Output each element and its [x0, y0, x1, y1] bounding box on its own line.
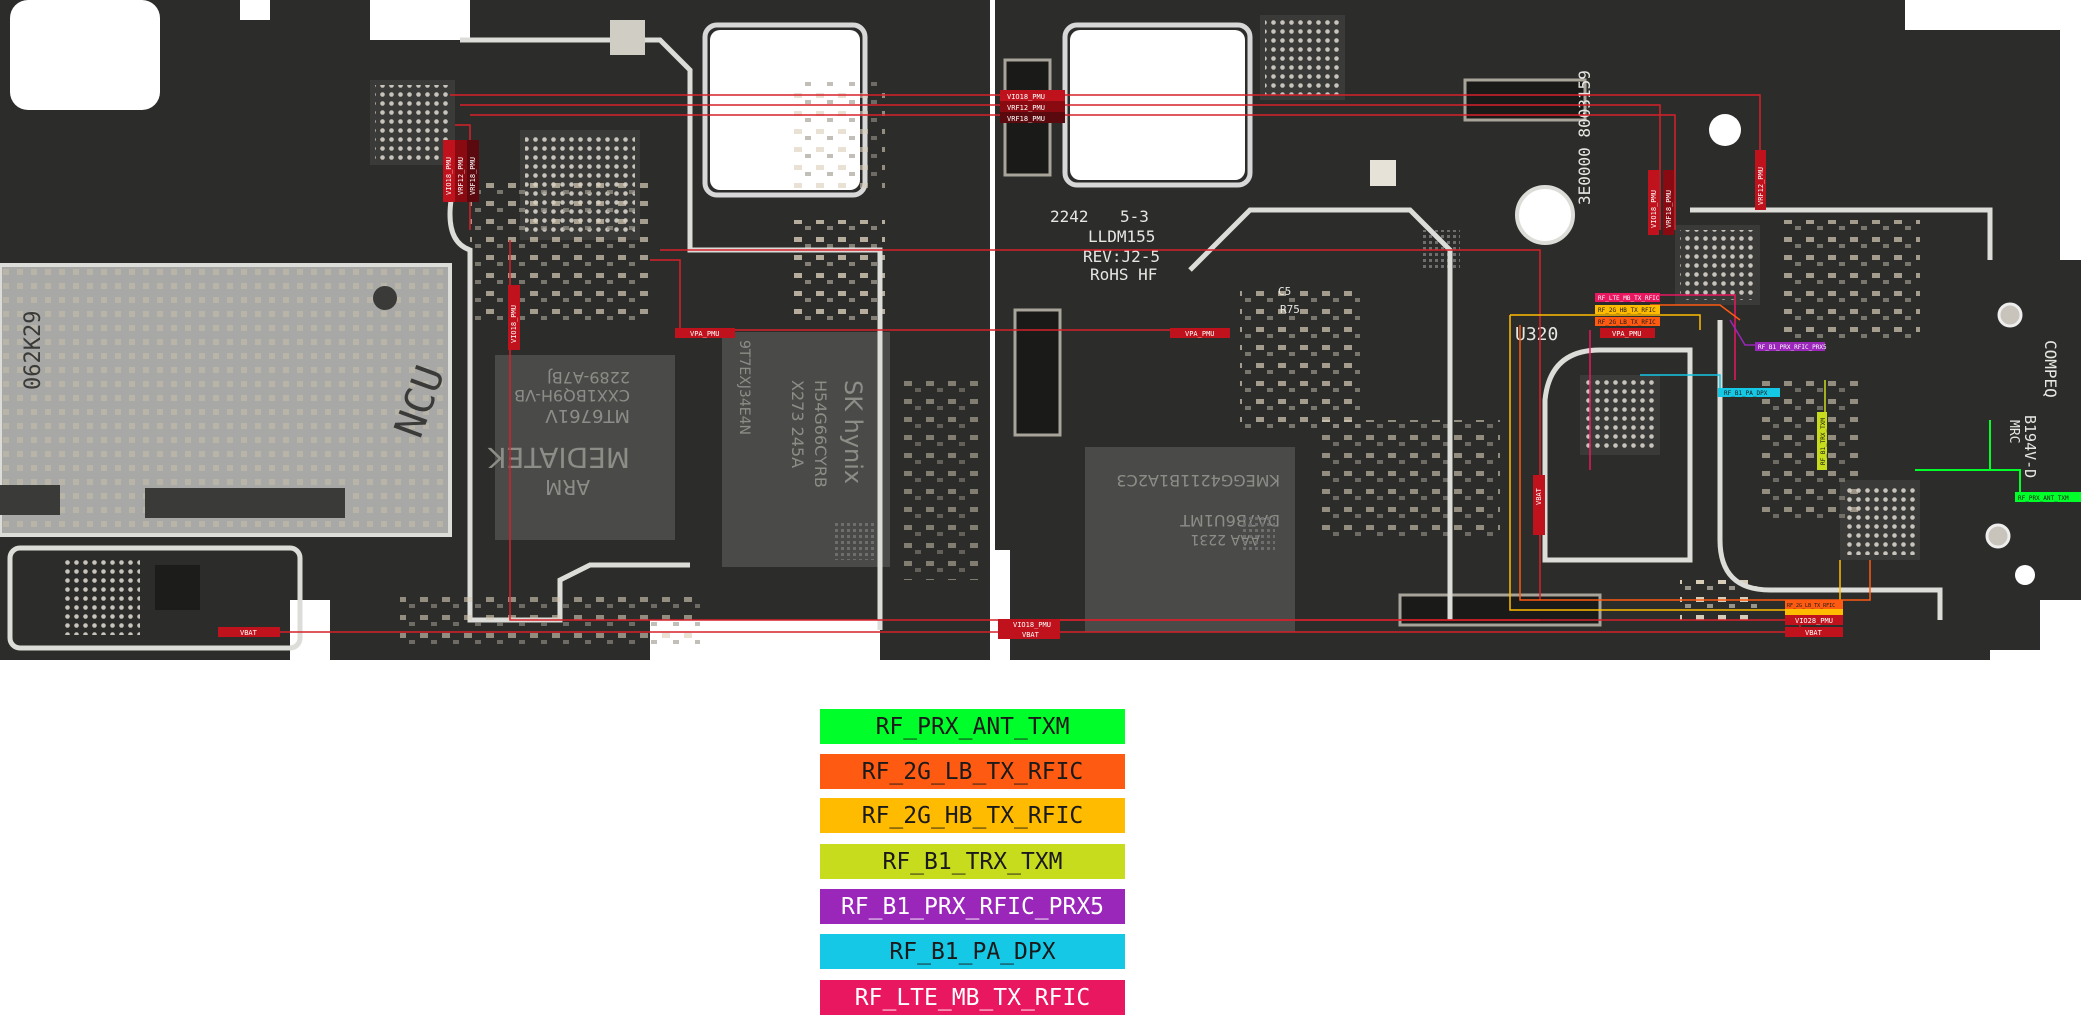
board-rohs: RoHS HF [1090, 265, 1157, 284]
ram-line-1: H54G66CYRB [811, 380, 830, 488]
tag-vpa-mid: VPA_PMU [1185, 330, 1215, 338]
tag-vpa-left: VPA_PMU [690, 330, 720, 338]
tag-rf-prx-ant: RF_PRX_ANT_TXM [2018, 495, 2069, 502]
vendor-mark: COMPEQ [2041, 340, 2060, 398]
cpu-chip: MEDIATEK ARM MT6761V CXX1BQ9H-VB 2289-A7… [488, 355, 675, 540]
tag-vio18-left-2: VIO18_PMU [510, 305, 518, 343]
connector-top [1463, 78, 1587, 122]
left-board: 062K29 NCU MEDIATEK ARM MT6761V CXX1BQ9H… [0, 0, 990, 660]
emmc-line-1: KMEGG4211B1A2C3 [1116, 471, 1280, 490]
tag-rf-b1-prx: RF_B1_PRX_RFIC_PRX5 [1758, 344, 1827, 351]
vendor-code-2: MRC [2006, 420, 2021, 443]
mark-r75: R75 [1280, 303, 1300, 316]
tag-vpa-right: VPA_PMU [1612, 330, 1642, 338]
tag-vio28: VIO28_PMU [1795, 617, 1833, 625]
ram-chip: SK hynix H54G66CYRB X273 245A 9T7EXJ34E4… [722, 332, 890, 567]
tag-rf-2g-lb-bottom: RF_2G_LB_TX_RFIC [1787, 603, 1835, 609]
board-revision: REV:J2-5 [1083, 247, 1160, 266]
tag-rf-2g-lb: RF_2G_LB_TX_RFIC [1598, 319, 1656, 326]
tag-rf-2g-hb: RF_2G_HB_TX_RFIC [1598, 307, 1656, 314]
tag-vrf12-top: VRF12_PMU [1007, 104, 1045, 112]
net-tags: VIO18_PMU VRF12_PMU VRF18_PMU VIO18_PMU … [218, 90, 2081, 639]
legend-label: RF_2G_HB_TX_RFIC [861, 802, 1084, 829]
sim-card-tray: 062K29 NCU [0, 263, 454, 537]
cutout-top-left [10, 0, 160, 110]
tag-vio18-left: VIO18_PMU [445, 157, 453, 195]
legend-label: RF_2G_LB_TX_RFIC [861, 758, 1084, 785]
legend-item-rf-b1-prx-rfic-prx5: RF_B1_PRX_RFIC_PRX5 [820, 889, 1125, 924]
ram-line-3: 9T7EXJ34E4N [736, 340, 752, 435]
tag-vbat-mid: VBAT [1022, 631, 1040, 639]
tag-vio18-right: VIO18_PMU [1650, 190, 1658, 228]
vendor-code: B194V-D [2021, 415, 2039, 478]
pcb-diagram: 062K29 NCU MEDIATEK ARM MT6761V CXX1BQ9H… [0, 0, 2081, 660]
cpu-line-2: MT6761V [545, 405, 630, 426]
mark-u320: U320 [1515, 324, 1558, 345]
legend-item-rf-prx-ant-txm: RF_PRX_ANT_TXM [820, 709, 1125, 744]
right-board: 2242 5-3 LLDM155 REV:J2-5 RoHS HF KMEGG4… [995, 0, 2081, 660]
tag-vrf18-top: VRF18_PMU [1007, 115, 1045, 123]
tag-vrf18-right: VRF18_PMU [1665, 190, 1673, 228]
sim-tray-code-1: 062K29 [21, 311, 46, 390]
mark-c5: C5 [1278, 285, 1291, 298]
tag-vio18-bottom: VIO18_PMU [1013, 621, 1051, 629]
legend-item-rf-2g-lb-tx-rfic: RF_2G_LB_TX_RFIC [820, 754, 1125, 789]
tag-vbat-vertical: VBAT [1535, 487, 1543, 505]
cpu-line-3: CXX1BQ9H-VB [514, 386, 630, 405]
tag-rf-b1-trx: RF_B1_TRX_TXM [1820, 418, 1827, 465]
connector-left [1013, 308, 1062, 437]
board-id-side: 3E0000 8003159 [1575, 70, 1594, 205]
legend-label: RF_LTE_MB_TX_RFIC [854, 984, 1091, 1011]
tag-vrf12-left: VRF12_PMU [457, 157, 465, 195]
legend-item-rf-2g-hb-tx-rfic: RF_2G_HB_TX_RFIC [820, 798, 1125, 833]
cpu-line-1: ARM [545, 475, 590, 499]
tag-vio18-top: VIO18_PMU [1007, 93, 1045, 101]
legend-item-rf-lte-mb-tx-rfic: RF_LTE_MB_TX_RFIC [820, 980, 1125, 1015]
ram-line-2: X273 245A [788, 380, 807, 468]
legend-label: RF_B1_TRX_TXM [882, 848, 1063, 875]
board-rev-number: 5-3 [1120, 207, 1149, 226]
board-number: 2242 [1050, 207, 1089, 226]
cpu-line-4: 2289-A7BJ [547, 368, 630, 387]
legend-label: RF_PRX_ANT_TXM [875, 713, 1070, 740]
board-name: LLDM155 [1088, 227, 1155, 246]
tag-vrf12-right: VRF12_PMU [1757, 167, 1765, 205]
legend-label: RF_B1_PRX_RFIC_PRX5 [840, 893, 1105, 920]
tag-rf-b1-pa: RF_B1_PA_DPX [1724, 390, 1768, 397]
ram-brand: SK hynix [839, 380, 867, 484]
cpu-brand: MEDIATEK [488, 441, 630, 474]
rf-traces [1509, 294, 2021, 611]
legend-item-rf-b1-pa-dpx: RF_B1_PA_DPX [820, 934, 1125, 969]
legend-item-rf-b1-trx-txm: RF_B1_TRX_TXM [820, 844, 1125, 879]
emmc-chip: KMEGG4211B1A2C3 DA7B6U1MT AAA 2231 [1085, 447, 1295, 632]
tag-vbat-right: VBAT [1805, 629, 1823, 637]
tag-vbat-left: VBAT [240, 629, 258, 637]
tag-rf-lte-mb: RF_LTE_MB_TX_RFIC [1598, 295, 1660, 302]
legend-label: RF_B1_PA_DPX [889, 938, 1056, 965]
tag-vrf18-left: VRF18_PMU [469, 157, 477, 195]
